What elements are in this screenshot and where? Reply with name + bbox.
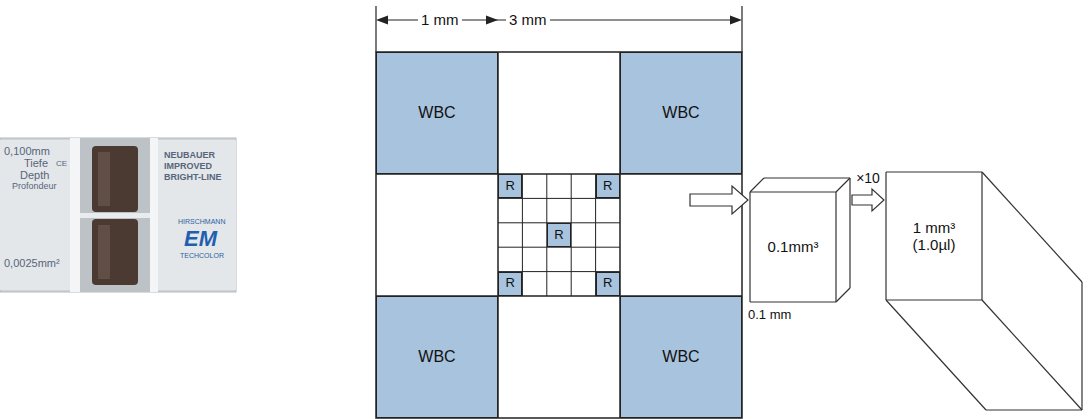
slide-print: Profondeur bbox=[12, 181, 57, 191]
counting-chamber bbox=[92, 146, 138, 212]
node-text: WBC bbox=[662, 348, 699, 366]
cube-edge bbox=[982, 300, 1082, 410]
node-face: R bbox=[597, 175, 619, 197]
cube-edge bbox=[885, 172, 886, 300]
slide-print: Tiefe bbox=[24, 157, 48, 170]
node-face: WBC bbox=[377, 53, 497, 173]
rbc-square: R bbox=[596, 272, 620, 296]
node-face: WBC bbox=[377, 297, 497, 417]
slide-print: HIRSCHMANN bbox=[178, 218, 225, 226]
node-text: 0.1mm³ bbox=[768, 238, 819, 255]
node-text: R bbox=[506, 179, 515, 194]
node-face: 1 mm³(1.0µl) bbox=[886, 172, 982, 300]
node-text: R bbox=[603, 276, 612, 291]
cube-edge bbox=[849, 178, 850, 288]
wbc-square: WBC bbox=[376, 296, 498, 418]
chamber-divider bbox=[80, 213, 150, 218]
cube-outline bbox=[886, 164, 1086, 414]
cube-edge bbox=[750, 178, 764, 192]
grid-outline bbox=[376, 52, 742, 418]
cube-edge bbox=[749, 192, 750, 302]
wbc-square: WBC bbox=[620, 296, 742, 418]
slide-print: IMPROVED bbox=[164, 161, 212, 171]
cube-edge bbox=[836, 288, 850, 302]
cube-edge bbox=[886, 171, 982, 172]
slide-label-area bbox=[158, 140, 236, 290]
cube-edge bbox=[750, 191, 836, 192]
node-face: R bbox=[499, 175, 521, 197]
slide-print: 0,0025mm² bbox=[4, 257, 60, 270]
chamber-shine bbox=[98, 152, 110, 206]
node-text: WBC bbox=[418, 104, 455, 122]
dimension-label: 1 mm bbox=[418, 11, 462, 28]
node-text: R bbox=[506, 276, 515, 291]
slide-logo: EM bbox=[184, 226, 217, 251]
rbc-square: R bbox=[596, 174, 620, 198]
arrowhead bbox=[486, 16, 498, 25]
cube-edge bbox=[986, 409, 1082, 410]
node-face: R bbox=[499, 273, 521, 295]
slide-body bbox=[0, 138, 236, 292]
node-text: WBC bbox=[418, 348, 455, 366]
dimension-lines bbox=[376, 6, 742, 52]
volume-arrow bbox=[852, 189, 884, 211]
cube-edge bbox=[981, 172, 982, 300]
dimension-tick bbox=[375, 6, 376, 52]
volume-cube: 1 mm³(1.0µl) bbox=[886, 164, 1086, 414]
dimension-label: 0.1 mm bbox=[748, 308, 791, 323]
wbc-square: WBC bbox=[620, 52, 742, 174]
cube-edge bbox=[835, 192, 836, 302]
rbc-square: R bbox=[498, 174, 522, 198]
slide-chamber-frame bbox=[80, 138, 150, 292]
volume-cube: 0.1mm³ bbox=[750, 178, 850, 302]
slide-print: 0,100mm bbox=[4, 145, 50, 158]
counting-grid bbox=[376, 52, 742, 418]
cube-edge bbox=[836, 178, 850, 192]
cube-edge bbox=[764, 177, 850, 178]
arrowhead bbox=[730, 16, 742, 25]
node-text: WBC bbox=[662, 104, 699, 122]
edge-label: ×10 bbox=[855, 170, 881, 186]
node-text: (1.0µl) bbox=[913, 236, 956, 253]
arrowhead bbox=[376, 16, 388, 25]
node-text: 1 mm³ bbox=[913, 219, 956, 236]
cube-edge bbox=[886, 300, 986, 410]
node-face: 0.1mm³ bbox=[750, 192, 836, 302]
cube-edge bbox=[750, 301, 836, 302]
slide-print: TECHCOLOR bbox=[180, 252, 224, 260]
hollow-arrow bbox=[690, 186, 748, 214]
slide-print: CE bbox=[56, 159, 67, 168]
dimension-label: 3 mm bbox=[506, 11, 550, 28]
slide-print: NEUBAUER bbox=[164, 150, 215, 160]
cube-edge bbox=[1081, 282, 1082, 410]
slide-label-area bbox=[0, 140, 70, 290]
slide-ridge bbox=[150, 138, 158, 292]
rbc-square: R bbox=[498, 272, 522, 296]
rbc-subgrid bbox=[498, 174, 620, 296]
counting-chamber bbox=[92, 219, 138, 285]
node-text: R bbox=[603, 179, 612, 194]
rbc-square: R bbox=[547, 223, 571, 247]
chamber-shine bbox=[98, 225, 110, 279]
node-face: WBC bbox=[621, 297, 741, 417]
node-face: R bbox=[597, 273, 619, 295]
slide-photo bbox=[0, 138, 236, 292]
node-face: R bbox=[548, 224, 570, 246]
slide-ridge bbox=[70, 138, 80, 292]
node-face: WBC bbox=[621, 53, 741, 173]
dimension-tick bbox=[741, 6, 742, 52]
cube-edge bbox=[886, 299, 982, 300]
slide-print: Depth bbox=[20, 169, 49, 182]
wbc-square: WBC bbox=[376, 52, 498, 174]
node-text: R bbox=[554, 228, 563, 243]
cube-edge bbox=[982, 172, 1082, 282]
slide-print: BRIGHT-LINE bbox=[164, 172, 222, 182]
